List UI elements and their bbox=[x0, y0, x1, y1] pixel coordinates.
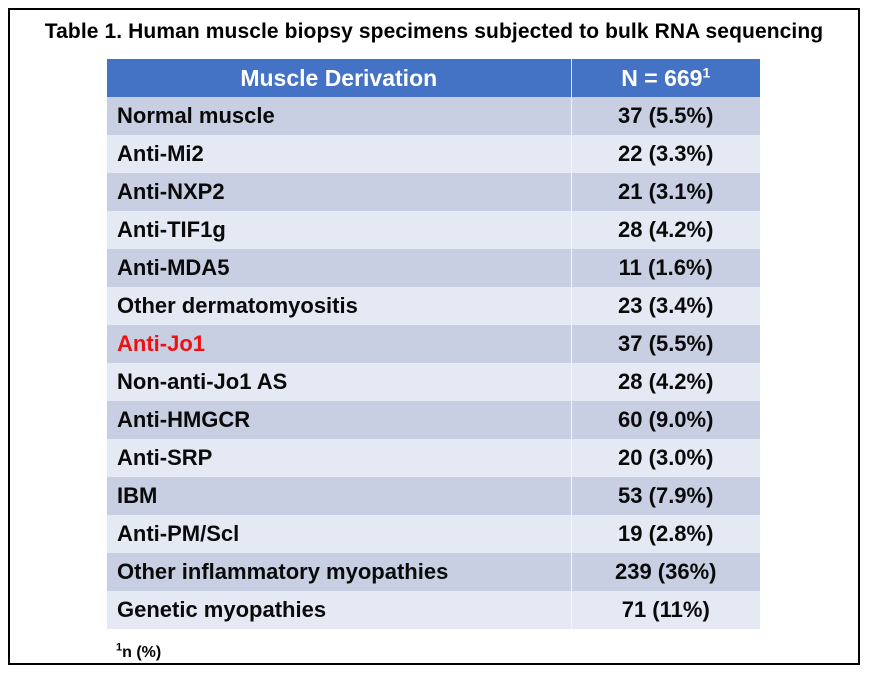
cell-specimen-count: 20 (3.0%) bbox=[571, 439, 760, 477]
cell-muscle-derivation: Other dermatomyositis bbox=[107, 287, 572, 325]
table-footnote: 1n (%) bbox=[116, 641, 162, 662]
table-header-row: Muscle Derivation N = 6691 bbox=[107, 59, 760, 97]
cell-muscle-derivation: Other inflammatory myopathies bbox=[107, 553, 572, 591]
cell-specimen-count: 28 (4.2%) bbox=[571, 211, 760, 249]
cell-muscle-derivation: Anti-SRP bbox=[107, 439, 572, 477]
cell-specimen-count: 239 (36%) bbox=[571, 553, 760, 591]
column-header-muscle-derivation-label: Muscle Derivation bbox=[240, 64, 438, 91]
cell-specimen-count: 28 (4.2%) bbox=[571, 363, 760, 401]
cell-muscle-derivation: Anti-NXP2 bbox=[107, 173, 572, 211]
cell-muscle-derivation: Anti-Jo1 bbox=[107, 325, 572, 363]
cell-muscle-derivation: Genetic myopathies bbox=[107, 591, 572, 629]
biopsy-specimen-table: Muscle Derivation N = 6691 Normal muscle… bbox=[107, 59, 760, 629]
table-title: Table 1. Human muscle biopsy specimens s… bbox=[44, 20, 824, 43]
cell-muscle-derivation: IBM bbox=[107, 477, 572, 515]
cell-muscle-derivation: Anti-Mi2 bbox=[107, 135, 572, 173]
footnote-superscript: 1 bbox=[116, 641, 123, 654]
cell-muscle-derivation: Anti-MDA5 bbox=[107, 249, 572, 287]
table-header: Muscle Derivation N = 6691 bbox=[107, 59, 760, 97]
cell-specimen-count: 53 (7.9%) bbox=[571, 477, 760, 515]
cell-muscle-derivation: Anti-PM/Scl bbox=[107, 515, 572, 553]
cell-specimen-count: 71 (11%) bbox=[571, 591, 760, 629]
column-header-n-total-superscript: 1 bbox=[702, 63, 711, 80]
cell-specimen-count: 11 (1.6%) bbox=[571, 249, 760, 287]
cell-muscle-derivation: Non-anti-Jo1 AS bbox=[107, 363, 572, 401]
cell-specimen-count: 60 (9.0%) bbox=[571, 401, 760, 439]
column-header-muscle-derivation: Muscle Derivation bbox=[107, 59, 572, 97]
footnote-text: n (%) bbox=[122, 644, 162, 661]
cell-muscle-derivation: Anti-HMGCR bbox=[107, 401, 572, 439]
cell-specimen-count: 23 (3.4%) bbox=[571, 287, 760, 325]
cell-muscle-derivation: Anti-TIF1g bbox=[107, 211, 572, 249]
cell-muscle-derivation: Normal muscle bbox=[107, 97, 572, 135]
cell-specimen-count: 22 (3.3%) bbox=[571, 135, 760, 173]
cell-specimen-count: 37 (5.5%) bbox=[571, 97, 760, 135]
cell-specimen-count: 21 (3.1%) bbox=[571, 173, 760, 211]
column-header-n-total-label: N = 669 bbox=[621, 64, 703, 91]
figure-frame: Table 1. Human muscle biopsy specimens s… bbox=[8, 8, 860, 665]
column-header-n-total: N = 6691 bbox=[571, 59, 760, 97]
cell-specimen-count: 19 (2.8%) bbox=[571, 515, 760, 553]
cell-specimen-count: 37 (5.5%) bbox=[571, 325, 760, 363]
